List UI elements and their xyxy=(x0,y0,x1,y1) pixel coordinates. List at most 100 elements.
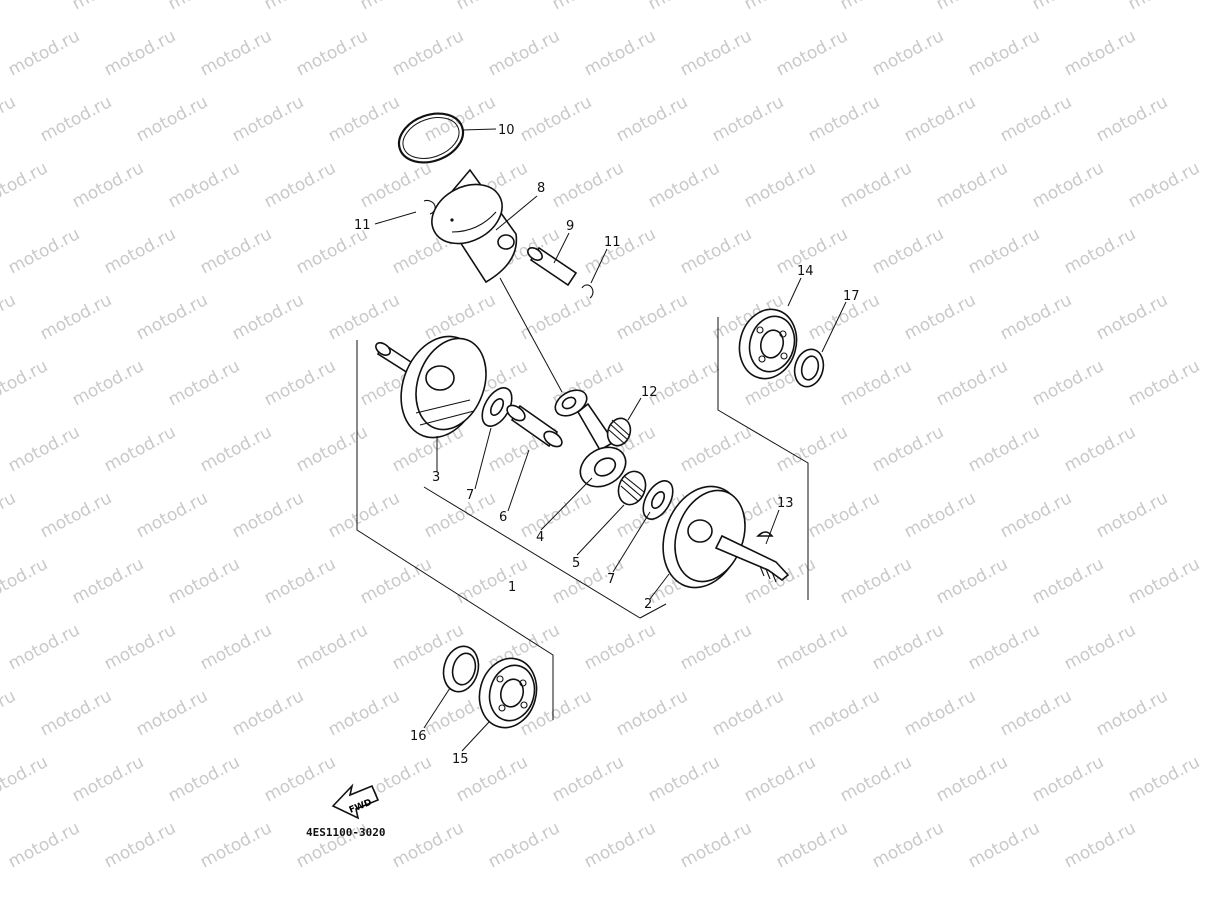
watermark-text: motod.ru xyxy=(165,0,243,14)
watermark-text: motod.ru xyxy=(741,0,819,14)
watermark-text: motod.ru xyxy=(997,92,1075,146)
watermark-text: motod.ru xyxy=(0,554,51,608)
watermark-text: motod.ru xyxy=(0,158,51,212)
watermark-text: motod.ru xyxy=(805,92,883,146)
watermark-text: motod.ru xyxy=(965,224,1043,278)
watermark-text: motod.ru xyxy=(581,620,659,674)
watermark-text: motod.ru xyxy=(0,356,51,410)
watermark-text: motod.ru xyxy=(1061,224,1139,278)
watermark-text: motod.ru xyxy=(197,620,275,674)
watermark-text: motod.ru xyxy=(997,488,1075,542)
watermark-text: motod.ru xyxy=(901,92,979,146)
leader-lines xyxy=(374,128,847,752)
crankshaft-assembly-bracket xyxy=(356,340,667,720)
watermark-text: motod.ru xyxy=(933,356,1011,410)
watermark-text: motod.ru xyxy=(229,488,307,542)
watermark-text: motod.ru xyxy=(645,158,723,212)
watermark-text: motod.ru xyxy=(325,290,403,344)
watermark-text: motod.ru xyxy=(1125,356,1203,410)
watermark-text: motod.ru xyxy=(293,620,371,674)
watermark-text: motod.ru xyxy=(69,356,147,410)
watermark-text: motod.ru xyxy=(1029,0,1107,14)
watermark-text: motod.ru xyxy=(1093,488,1171,542)
watermark-text: motod.ru xyxy=(965,818,1043,872)
bearing-right xyxy=(738,308,798,380)
watermark-text: motod.ru xyxy=(261,356,339,410)
watermark-text: motod.ru xyxy=(453,0,531,14)
watermark-text: motod.ru xyxy=(869,422,947,476)
watermark-text: motod.ru xyxy=(485,818,563,872)
watermark-text: motod.ru xyxy=(197,818,275,872)
callout-5: 5 xyxy=(572,556,580,571)
watermark-text: motod.ru xyxy=(101,26,179,80)
watermark-text: motod.ru xyxy=(1093,290,1171,344)
oil-seal-left xyxy=(442,645,480,693)
callout-4: 4 xyxy=(536,530,544,545)
watermark-text: motod.ru xyxy=(581,818,659,872)
watermark-text: motod.ru xyxy=(293,26,371,80)
watermark-text: motod.ru xyxy=(645,752,723,806)
watermark-text: motod.ru xyxy=(741,752,819,806)
circlip-left xyxy=(423,199,436,215)
watermark-text: motod.ru xyxy=(229,290,307,344)
piston-ring xyxy=(397,112,465,164)
watermark-text: motod.ru xyxy=(229,686,307,740)
watermark-text: motod.ru xyxy=(805,488,883,542)
watermark-text: motod.ru xyxy=(485,26,563,80)
watermark-text: motod.ru xyxy=(197,26,275,80)
watermark-text: motod.ru xyxy=(1061,26,1139,80)
watermark-text: motod.ru xyxy=(69,0,147,14)
watermark-text: motod.ru xyxy=(325,92,403,146)
crank-pin xyxy=(506,404,563,448)
callout-7-right: 7 xyxy=(607,572,615,587)
watermark-text: motod.ru xyxy=(1061,620,1139,674)
callout-13: 13 xyxy=(777,496,794,511)
watermark-text: motod.ru xyxy=(549,0,627,14)
watermark-text: motod.ru xyxy=(101,422,179,476)
watermark-text: motod.ru xyxy=(421,92,499,146)
watermark-text: motod.ru xyxy=(933,554,1011,608)
watermark-text: motod.ru xyxy=(1061,422,1139,476)
watermark-text: motod.ru xyxy=(645,356,723,410)
watermark-text: motod.ru xyxy=(0,752,51,806)
watermark-text: motod.ru xyxy=(69,158,147,212)
watermark-text: motod.ru xyxy=(261,752,339,806)
watermark-text: motod.ru xyxy=(1029,752,1107,806)
watermark-text: motod.ru xyxy=(421,488,499,542)
callout-14: 14 xyxy=(797,264,814,279)
callout-10: 10 xyxy=(498,123,515,138)
watermark-text: motod.ru xyxy=(5,818,83,872)
watermark-text: motod.ru xyxy=(677,422,755,476)
watermark-text: motod.ru xyxy=(1125,158,1203,212)
watermark-text: motod.ru xyxy=(997,686,1075,740)
watermark-text: motod.ru xyxy=(37,686,115,740)
watermark-text: motod.ru xyxy=(261,158,339,212)
watermark-text: motod.ru xyxy=(933,158,1011,212)
watermark-text: motod.ru xyxy=(1125,752,1203,806)
watermark-text: motod.ru xyxy=(165,554,243,608)
watermark-text: motod.ru xyxy=(709,686,787,740)
watermark-text: motod.ru xyxy=(69,752,147,806)
watermark-text: motod.ru xyxy=(357,158,435,212)
watermark-text: motod.ru xyxy=(261,0,339,14)
callout-7-left: 7 xyxy=(466,488,474,503)
watermark-text: motod.ru xyxy=(5,620,83,674)
watermark-text: motod.ru xyxy=(229,92,307,146)
watermark-text: motod.ru xyxy=(805,686,883,740)
watermark-text: motod.ru xyxy=(1029,554,1107,608)
watermark-text: motod.ru xyxy=(517,290,595,344)
watermark-text: motod.ru xyxy=(261,554,339,608)
watermark-text: motod.ru xyxy=(1029,356,1107,410)
watermark-text: motod.ru xyxy=(1061,818,1139,872)
watermark-text: motod.ru xyxy=(677,224,755,278)
fwd-arrow-icon: FWD xyxy=(331,783,380,820)
watermark-text: motod.ru xyxy=(933,0,1011,14)
watermark-text: motod.ru xyxy=(581,224,659,278)
watermark-text: motod.ru xyxy=(37,290,115,344)
callout-17: 17 xyxy=(843,289,860,304)
watermark-text: motod.ru xyxy=(101,818,179,872)
watermark-text: motod.ru xyxy=(133,290,211,344)
watermark-text: motod.ru xyxy=(5,422,83,476)
